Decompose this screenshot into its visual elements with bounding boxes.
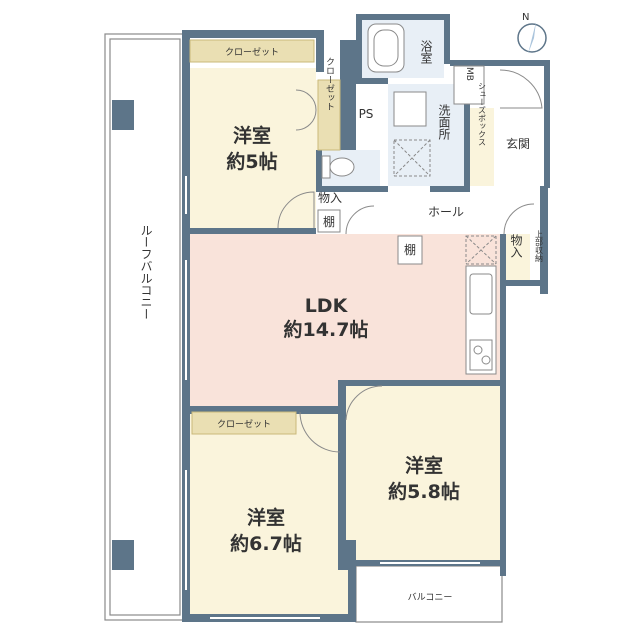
stove-icon: [469, 339, 493, 371]
bedroom-6-7-name: 洋室: [247, 506, 285, 529]
fridge-space-icon: [465, 235, 497, 265]
closet-side-bar: [317, 79, 341, 151]
upper-storage-label: 上部収納: [535, 230, 544, 263]
mb-label: MB: [464, 67, 474, 81]
bathtub-icon: [367, 23, 405, 73]
bedroom-5-name: 洋室: [233, 124, 271, 147]
bedroom-5-floor: [188, 68, 316, 230]
compass-icon: N: [517, 12, 547, 54]
shoebox-floor: [470, 108, 494, 186]
entrance-label: 玄関: [506, 136, 530, 151]
ldk-name: LDK: [305, 295, 349, 317]
closet-side-label: クローゼット: [324, 57, 335, 111]
storage-2-label: 物入: [509, 234, 523, 258]
kitchen-counter: [465, 265, 497, 375]
floors: [105, 18, 546, 622]
balcony-floor: [356, 566, 502, 622]
closet-bottom-bar: [191, 411, 297, 435]
shelf-1-box: [317, 209, 341, 233]
balcony-label: バルコニー: [408, 592, 453, 603]
storage-floor: [502, 234, 530, 280]
shelf-1-label: 棚: [323, 214, 335, 229]
entrance-floor: [494, 108, 544, 186]
closet-top-label: クローゼット: [225, 46, 279, 58]
hall-label: ホール: [428, 205, 464, 219]
shelf-2-label: 棚: [404, 242, 416, 257]
ps-label: PS: [359, 107, 374, 121]
toilet-icon: [321, 155, 355, 179]
hall-floor: [316, 188, 544, 234]
bedroom-6-7-floor: [188, 412, 348, 618]
shoebox-label: シューズボックス: [478, 82, 487, 146]
washing-machine-pan-icon: [393, 139, 431, 177]
ldk-floor: [188, 234, 500, 408]
door-swings: [277, 69, 543, 453]
ldk-size: 約14.7帖: [284, 318, 369, 341]
closet-bottom-label: クローゼット: [217, 418, 271, 430]
sink-icon: [469, 273, 493, 315]
storage-1-label: 物入: [318, 191, 342, 205]
roof-balcony-floor: [105, 34, 185, 620]
bath-label: 浴室: [419, 40, 433, 64]
washbasin-icon: [393, 91, 427, 127]
mb-box: [453, 65, 485, 105]
roof-balcony-column-bottom: [112, 540, 134, 570]
windows: [185, 176, 480, 619]
roof-balcony-column-top: [112, 100, 134, 130]
compass-north-label: N: [522, 12, 529, 23]
washroom-label: 洗面所: [437, 104, 451, 140]
shelf-2-box: [397, 235, 423, 265]
bedroom-5-8-floor: [344, 382, 500, 564]
closet-top-bar: [189, 39, 315, 63]
bedroom-6-7-size: 約6.7帖: [230, 532, 302, 555]
bedroom-5-size: 約5帖: [226, 150, 277, 173]
bedroom-5-8-name: 洋室: [405, 454, 443, 477]
bedroom-5-8-size: 約5.8帖: [388, 480, 460, 503]
roof-balcony-label: ルーフバルコニー: [139, 224, 153, 320]
